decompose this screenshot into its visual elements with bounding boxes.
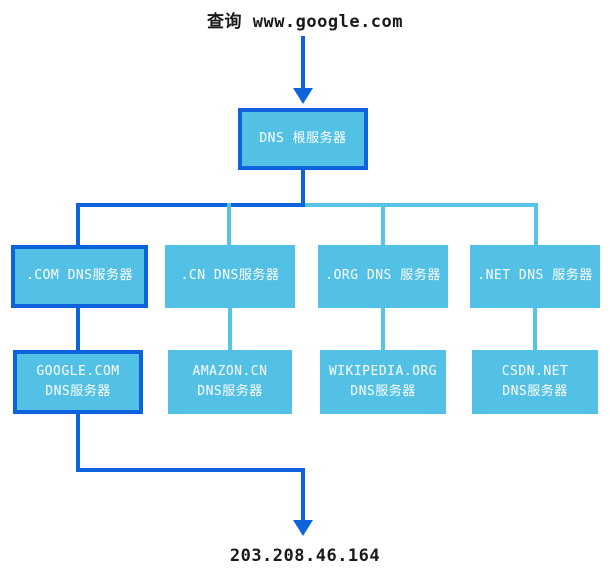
node-label-line2: DNS服务器: [45, 384, 111, 399]
result-arrow-segment-final: [301, 468, 305, 520]
node-label-line1: CSDN.NET: [501, 363, 569, 379]
result-arrow-segment-down: [76, 413, 80, 472]
result-ip-label: 203.208.46.164: [229, 546, 381, 566]
node-label-line2: DNS服务器: [197, 384, 263, 399]
node-label: .COM DNS服务器: [25, 268, 134, 284]
connector-bus-right: [305, 203, 538, 207]
connector-org-to-wikipedia: [381, 308, 385, 350]
connector-net-to-csdn: [533, 308, 537, 350]
node-net-dns-server: .NET DNS 服务器: [470, 245, 600, 308]
result-arrow-down-icon: [293, 520, 313, 536]
connector-bus-to-cn: [227, 203, 231, 245]
node-google-com-dns-server: GOOGLE.COM DNS服务器: [13, 350, 143, 414]
node-label: .ORG DNS 服务器: [325, 268, 441, 284]
node-label-line1: AMAZON.CN: [192, 363, 268, 379]
node-label: .NET DNS 服务器: [477, 268, 593, 284]
query-label: 查询 www.google.com: [206, 12, 404, 32]
node-label-line2: DNS服务器: [502, 384, 568, 399]
node-label-line1: GOOGLE.COM: [36, 363, 120, 379]
node-dns-root-server: DNS 根服务器: [238, 108, 368, 170]
node-wikipedia-org-dns-server: WIKIPEDIA.ORG DNS服务器: [320, 350, 446, 414]
connector-bus-to-net: [534, 203, 538, 245]
node-com-dns-server: .COM DNS服务器: [11, 245, 148, 308]
node-cn-dns-server: .CN DNS服务器: [165, 245, 295, 308]
node-label-line2: DNS服务器: [350, 384, 416, 399]
node-label: .CN DNS服务器: [180, 268, 280, 284]
connector-bus-to-org: [381, 203, 385, 245]
connector-cn-to-amazon: [228, 308, 232, 350]
connector-bus-left: [76, 203, 305, 207]
result-arrow-segment-across: [76, 468, 305, 472]
connector-com-to-google: [76, 308, 80, 350]
node-label-line1: WIKIPEDIA.ORG: [328, 363, 438, 379]
connector-root-to-bus: [301, 168, 305, 207]
node-csdn-net-dns-server: CSDN.NET DNS服务器: [472, 350, 598, 414]
node-org-dns-server: .ORG DNS 服务器: [318, 245, 448, 308]
query-arrow-shaft: [301, 36, 305, 89]
connector-bus-to-com: [76, 203, 80, 245]
node-label: DNS 根服务器: [259, 130, 347, 146]
query-arrow-down-icon: [293, 88, 313, 104]
node-amazon-cn-dns-server: AMAZON.CN DNS服务器: [168, 350, 292, 414]
